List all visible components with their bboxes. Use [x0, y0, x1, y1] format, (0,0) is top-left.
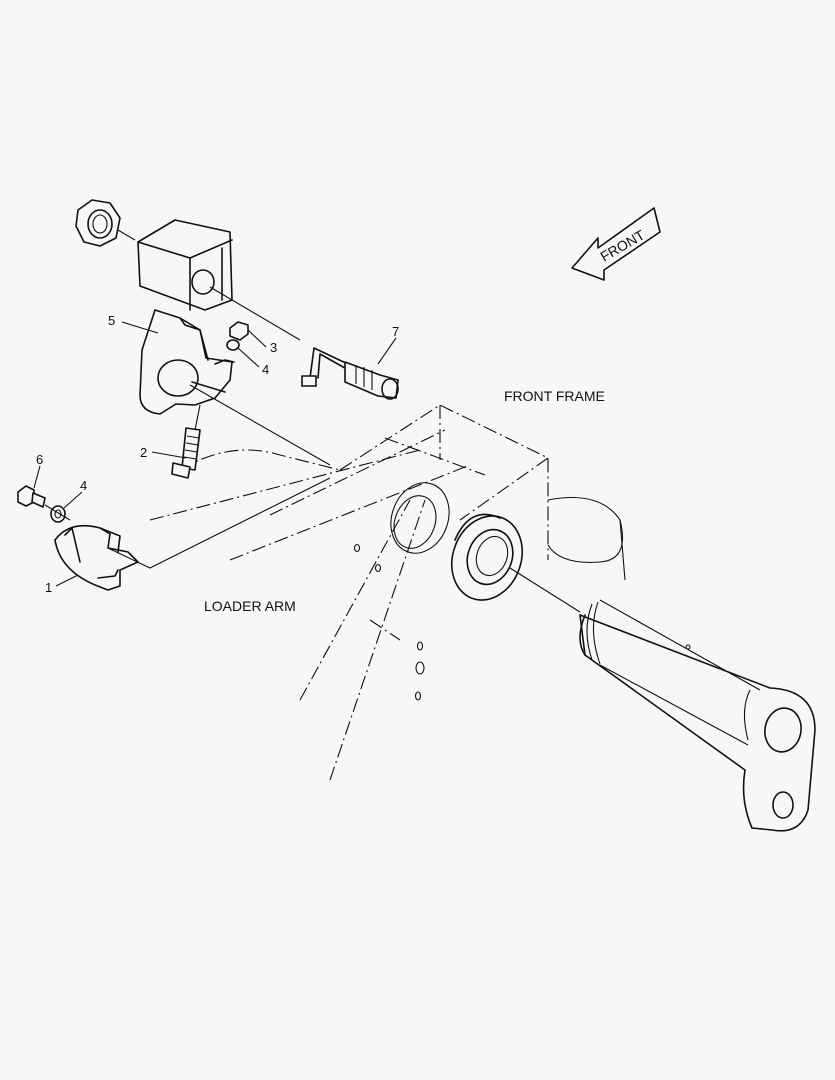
cover-plate [54, 524, 139, 591]
small-nut [229, 321, 249, 341]
frame-pivot-boss [451, 513, 523, 601]
callout-5: 5 [108, 313, 115, 328]
pivot-pin [579, 599, 816, 832]
proximity-sensor [301, 347, 399, 400]
callout-leaders [33, 321, 397, 587]
front-frame-outline [149, 404, 626, 781]
bolt-hole-leader-line [189, 384, 331, 466]
callout-4-upper: 4 [262, 362, 269, 377]
loader-arm-label: LOADER ARM [204, 598, 296, 614]
bolt [171, 427, 201, 479]
hex-nut [75, 199, 121, 247]
callout-1: 1 [45, 580, 52, 595]
pin-leader-line [509, 567, 581, 613]
mounting-bracket [139, 309, 235, 415]
callout-3: 3 [270, 340, 277, 355]
lock-washer-lower [50, 505, 66, 523]
callout-4-lower: 4 [80, 478, 87, 493]
sensor-leader-line [209, 286, 301, 341]
cap-screw [17, 485, 46, 508]
callout-6: 6 [36, 452, 43, 467]
cover-leader-line [107, 477, 331, 569]
callout-7: 7 [392, 324, 399, 339]
sensor-bracket-block [137, 219, 233, 311]
callout-2: 2 [140, 445, 147, 460]
lock-washer-upper [226, 339, 240, 351]
front-direction-arrow: FRONT [571, 207, 661, 281]
front-frame-label: FRONT FRAME [504, 388, 605, 404]
